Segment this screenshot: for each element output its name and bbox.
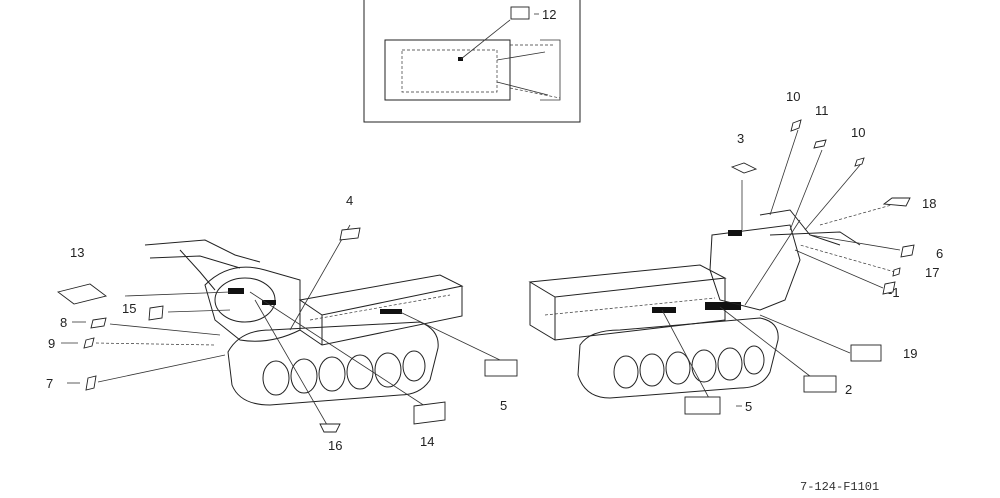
decal-10a <box>790 119 802 132</box>
decal-5-right <box>684 396 721 415</box>
left-machine <box>144 239 464 406</box>
decal-13 <box>56 283 108 305</box>
callout-8: 8 <box>60 315 67 330</box>
decal-9 <box>83 337 95 349</box>
right-decals <box>684 119 915 415</box>
callout-7: 7 <box>46 376 53 391</box>
decal-8 <box>90 317 107 329</box>
callout-19: 19 <box>903 346 917 361</box>
left-decals <box>56 227 518 433</box>
decal-4 <box>339 227 361 241</box>
callout-3: 3 <box>737 131 744 146</box>
callout-14: 14 <box>420 434 434 449</box>
decal-18 <box>882 197 911 207</box>
callout-13: 13 <box>70 245 84 260</box>
callout-2: 2 <box>845 382 852 397</box>
engine-label-mark-2 <box>262 300 276 305</box>
left-leader-lines <box>95 224 501 431</box>
callout-11: 11 <box>815 103 829 118</box>
callout-5-left: 5 <box>500 398 507 413</box>
callout-labels: -1 2 3 4 5 5 6 7 8 9 10 10 11 12 13 14 1… <box>46 7 943 453</box>
decal-11 <box>813 139 827 149</box>
decal-1 <box>882 281 896 295</box>
callout-10b: 10 <box>851 125 865 140</box>
callout-9: 9 <box>48 336 55 351</box>
callout-17: 17 <box>925 265 939 280</box>
right-leader-lines <box>661 129 901 401</box>
right-machine <box>528 209 861 399</box>
engine-label-mark <box>228 288 244 294</box>
callout-6: 6 <box>936 246 943 261</box>
callout-12: 12 <box>542 7 556 22</box>
decal-19 <box>850 344 882 362</box>
right-bed-label-mark-2 <box>705 302 741 310</box>
diagram-code: 7-124-F1101 <box>800 480 879 494</box>
callout-dashes <box>61 13 742 407</box>
decal-2 <box>803 375 837 393</box>
bed-label-mark <box>380 309 402 314</box>
inset-label-mark <box>458 57 463 61</box>
callout-5-right: 5 <box>745 399 752 414</box>
decal-14 <box>413 401 446 425</box>
callout-1: -1 <box>888 285 900 300</box>
decal-17 <box>892 267 901 277</box>
right-track-wheels <box>613 345 765 389</box>
callout-15: 15 <box>122 301 136 316</box>
decal-16 <box>319 423 341 433</box>
inset-view <box>363 0 581 123</box>
right-bed-label-mark <box>652 307 676 313</box>
decal-7 <box>85 375 97 391</box>
left-track-wheels <box>262 350 426 396</box>
decal-10b <box>854 157 865 167</box>
callout-10a: 10 <box>786 89 800 104</box>
decal-15 <box>148 305 164 321</box>
decal-12 <box>510 6 530 20</box>
decal-6 <box>900 244 915 258</box>
right-engine-label-mark <box>728 230 742 236</box>
decal-5-left <box>484 359 518 377</box>
callout-16: 16 <box>328 438 342 453</box>
callout-4: 4 <box>346 193 353 208</box>
decal-3 <box>730 162 758 174</box>
callout-18: 18 <box>922 196 936 211</box>
